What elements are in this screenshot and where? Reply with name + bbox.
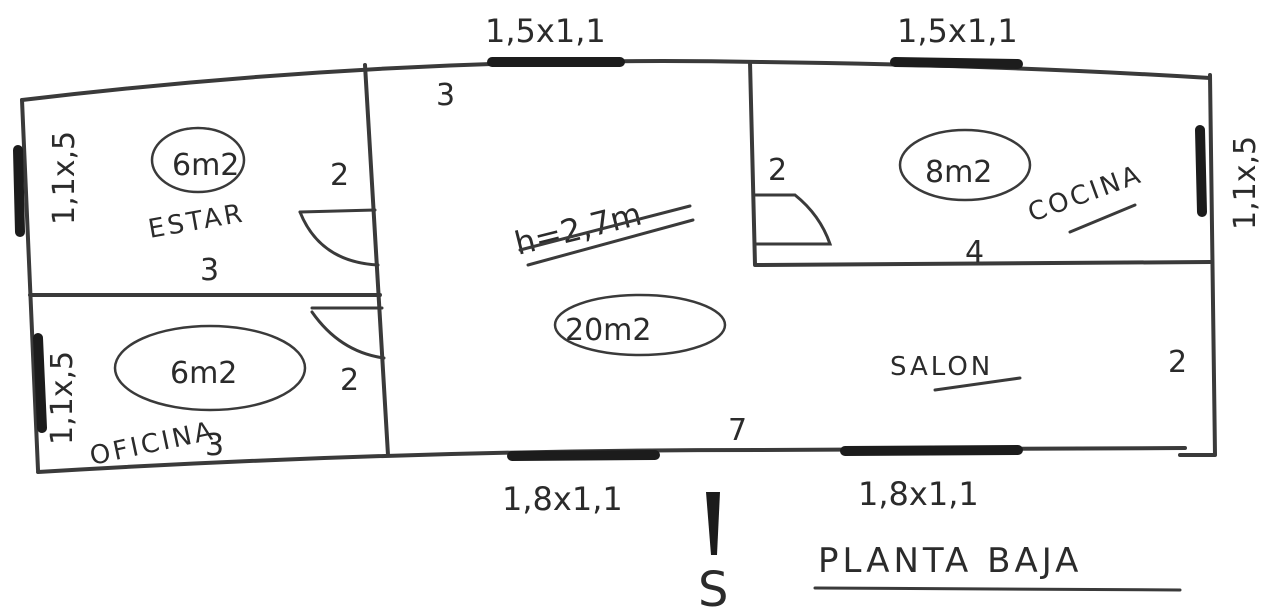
cocina-door (753, 193, 833, 246)
estar-name: ESTAR (146, 198, 247, 245)
window-labels: 1,5x1,1 1,5x1,1 1,8x1,1 1,8x1,1 1,1x,5 1… (45, 12, 1263, 518)
estar-door-leaf (298, 208, 377, 214)
oficina-door-swing (310, 310, 386, 360)
room-cocina: 8m2 COCINA 2 4 (768, 128, 1147, 270)
windows (13, 57, 1207, 461)
window-label-bottom-right: 1,8x1,1 (858, 475, 979, 513)
window-label-top-right: 1,5x1,1 (897, 12, 1018, 50)
cocina-area: 8m2 (925, 155, 992, 190)
window-right (1195, 125, 1207, 217)
window-bottom-right (840, 445, 1023, 456)
window-top-right (890, 57, 1023, 69)
orientation-label: S (698, 562, 728, 613)
outer-walls (20, 59, 1217, 474)
window-label-right: 1,1x,5 (1228, 136, 1263, 230)
plan-title: PLANTA BAJA (813, 541, 1182, 592)
window-bottom-left (507, 450, 660, 461)
oficina-dim-bottom: 3 (205, 428, 224, 463)
oficina-area: 6m2 (170, 356, 237, 391)
estar-area: 6m2 (172, 148, 239, 183)
window-left-upper (13, 145, 25, 237)
window-label-left-lower: 1,1x,5 (45, 351, 80, 445)
salon-dim-right: 2 (1168, 345, 1187, 380)
plan-title-text: PLANTA BAJA (818, 541, 1082, 581)
oficina-dim-right: 2 (340, 363, 359, 398)
salon-area-oval (553, 293, 727, 357)
interior-walls (28, 60, 1212, 457)
salon-name: SALON (890, 352, 993, 382)
estar-dim-bottom: 3 (200, 253, 219, 288)
room-oficina: 6m2 OFICINA 2 3 (87, 324, 359, 472)
height-underline-2 (526, 218, 695, 267)
cocina-dim-bottom: 4 (965, 235, 984, 270)
south-arrow-icon (706, 492, 720, 555)
title-underline (813, 586, 1182, 592)
salon-area: 20m2 (565, 313, 651, 348)
room-estar: 6m2 ESTAR 2 3 (146, 126, 349, 288)
orientation-marker: S (698, 492, 728, 613)
window-label-left-upper: 1,1x,5 (47, 131, 82, 225)
salon-dim-top: 3 (436, 78, 455, 113)
height-underline-1 (518, 204, 692, 252)
window-left-lower (33, 333, 47, 433)
estar-dim-right: 2 (330, 158, 349, 193)
window-label-bottom-left: 1,8x1,1 (502, 480, 623, 518)
oficina-area-oval (113, 324, 307, 412)
cocina-name: COCINA (1024, 159, 1147, 228)
window-label-top-left: 1,5x1,1 (485, 12, 606, 50)
salon-dim-bottom: 7 (728, 413, 747, 448)
salon-underline (933, 376, 1022, 392)
cocina-dim-left: 2 (768, 153, 787, 188)
estar-area-oval (150, 126, 246, 194)
doors (298, 193, 833, 360)
cocina-underline (1068, 203, 1137, 234)
estar-door-swing (298, 210, 380, 267)
cocina-area-oval (898, 128, 1032, 202)
